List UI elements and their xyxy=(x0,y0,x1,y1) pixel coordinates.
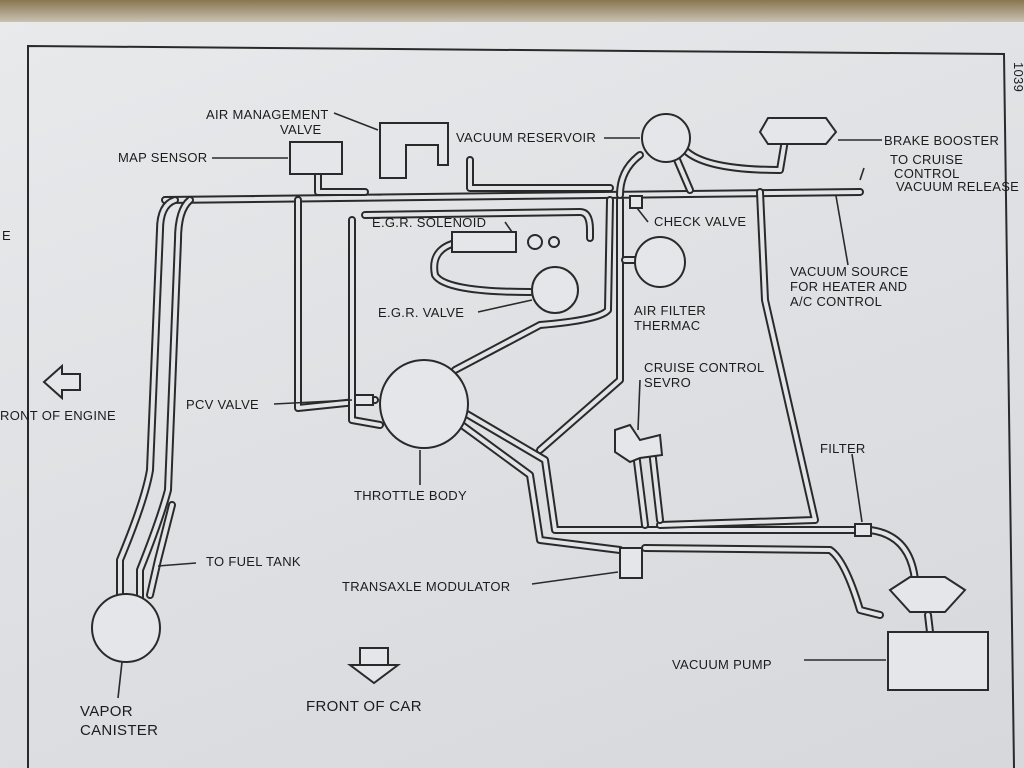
to-cruise-label-2: CONTROL xyxy=(894,166,960,181)
check-valve-label: CHECK VALVE xyxy=(654,214,746,229)
egr-solenoid-fitting xyxy=(527,234,543,250)
to-cruise-label-3: VACUUM RELEASE xyxy=(896,179,1019,194)
leader-lines xyxy=(117,112,886,699)
page-number: 1039 xyxy=(1011,62,1024,92)
page-edge xyxy=(0,0,1024,22)
vapor-canister-circle xyxy=(91,593,161,663)
to-fuel-tank-label: TO FUEL TANK xyxy=(206,554,301,569)
brake-booster-shape xyxy=(758,117,838,145)
throttle-body-label: THROTTLE BODY xyxy=(354,488,467,503)
vacuum-pump-label: VACUUM PUMP xyxy=(672,657,772,672)
vacuum-source-label-3: A/C CONTROL xyxy=(790,294,882,309)
labels: 1039 E AIR MANAGEMENT VALVE MAP SENSOR V… xyxy=(0,62,1024,739)
vacuum-pump-box xyxy=(887,631,989,691)
vacuum-reservoir-circle xyxy=(641,113,691,163)
egr-valve-circle xyxy=(531,266,579,314)
egr-solenoid-fitting2 xyxy=(548,236,560,248)
vacuum-hoses xyxy=(116,136,934,636)
map-sensor-box xyxy=(289,141,343,175)
cruise-control-servo-shape xyxy=(614,423,664,464)
map-sensor-label: MAP SENSOR xyxy=(118,150,207,165)
frame-border xyxy=(27,44,1015,768)
vacuum-pump-dome xyxy=(888,576,967,613)
brake-booster-label: BRAKE BOOSTER xyxy=(884,133,999,148)
cruise-servo-label-2: SEVRO xyxy=(644,375,691,390)
to-cruise-label-1: TO CRUISE xyxy=(890,152,963,167)
air-management-valve-label-2: VALVE xyxy=(280,122,322,137)
filter-label: FILTER xyxy=(820,441,866,456)
air-filter-thermac-circle xyxy=(634,236,686,288)
egr-valve-label: E.G.R. VALVE xyxy=(378,305,464,320)
vacuum-source-label-2: FOR HEATER AND xyxy=(790,279,907,294)
throttle-body-circle xyxy=(379,359,469,449)
vacuum-reservoir-label: VACUUM RESERVOIR xyxy=(456,130,596,145)
front-of-car-label: FRONT OF CAR xyxy=(306,698,422,715)
vacuum-source-label-1: VACUUM SOURCE xyxy=(790,264,909,279)
air-management-valve-shape xyxy=(379,122,449,179)
pcv-valve-box xyxy=(354,394,374,406)
transaxle-modulator-box xyxy=(619,547,643,579)
components xyxy=(42,113,989,691)
air-filter-label-1: AIR FILTER xyxy=(634,303,706,318)
filter-box xyxy=(854,523,872,537)
front-of-engine-arrow-icon xyxy=(42,363,81,401)
check-valve-box xyxy=(629,195,643,209)
air-management-valve-label: AIR MANAGEMENT xyxy=(206,107,329,122)
front-of-car-arrow-icon xyxy=(347,647,401,685)
transaxle-modulator-label: TRANSAXLE MODULATOR xyxy=(342,579,510,594)
vapor-canister-label-2: CANISTER xyxy=(80,722,158,739)
egr-solenoid-label: E.G.R. SOLENOID xyxy=(372,215,486,230)
front-of-engine-label: RONT OF ENGINE xyxy=(0,408,116,423)
margin-mark: E xyxy=(2,228,11,243)
pcv-valve-label: PCV VALVE xyxy=(186,397,259,412)
vapor-canister-label-1: VAPOR xyxy=(80,703,133,720)
egr-solenoid-box xyxy=(451,231,517,253)
air-filter-label-2: THERMAC xyxy=(634,318,700,333)
cruise-servo-label-1: CRUISE CONTROL xyxy=(644,360,765,375)
